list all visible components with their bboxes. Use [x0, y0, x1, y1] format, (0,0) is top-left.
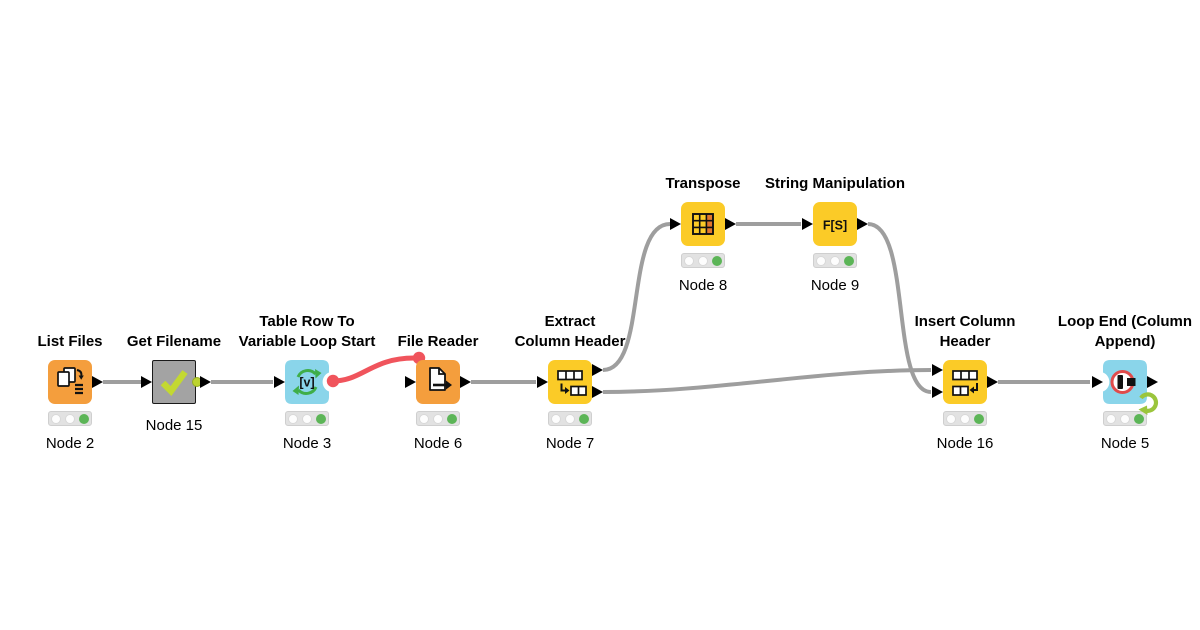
output-port-top[interactable]	[592, 364, 603, 376]
input-port-top[interactable]	[932, 364, 943, 376]
variable-loop-icon: [v]	[292, 369, 322, 395]
node-loop-end-column-append[interactable]: Loop End (Column Append) Node 5	[1037, 312, 1200, 454]
node-label: Table Row To Variable Loop Start	[238, 313, 376, 350]
output-port[interactable]	[460, 376, 471, 388]
node-tile[interactable]	[681, 202, 725, 246]
traffic-light	[1103, 411, 1147, 426]
node-caption: Node 8	[678, 277, 728, 294]
node-label: Insert Column Header	[914, 313, 1016, 350]
connection-extract-transpose[interactable]	[602, 222, 671, 372]
loop-end-icon	[1110, 370, 1136, 394]
string-manipulation-icon: F[S]	[823, 219, 847, 233]
input-port[interactable]	[141, 376, 152, 388]
input-port[interactable]	[405, 376, 416, 388]
traffic-light	[285, 411, 329, 426]
loop-refresh-icon	[1138, 392, 1159, 415]
node-string-manipulation[interactable]: String Manipulation F[S] Node 9	[747, 154, 923, 296]
node-caption: Node 16	[936, 435, 994, 452]
node-insert-column-header[interactable]: Insert Column Header Node 16	[877, 312, 1053, 454]
node-label: String Manipulation	[765, 175, 905, 192]
node-tile[interactable]	[813, 202, 857, 246]
node-tile[interactable]	[548, 360, 592, 404]
list-files-icon	[57, 367, 84, 395]
node-label: List Files	[37, 333, 103, 350]
node-caption: Node 7	[545, 435, 595, 452]
output-port[interactable]	[1147, 376, 1158, 388]
traffic-light	[813, 253, 857, 268]
insert-column-header-icon	[952, 370, 978, 396]
output-port[interactable]	[92, 376, 103, 388]
node-table-row-to-variable-loop-start[interactable]: Table Row To Variable Loop Start [v] Nod…	[219, 312, 395, 454]
traffic-light	[48, 411, 92, 426]
node-extract-column-header[interactable]: Extract Column Header Node 7	[482, 312, 658, 454]
traffic-light	[416, 411, 460, 426]
checkmark-icon	[160, 370, 188, 396]
node-caption: Node 3	[282, 435, 332, 452]
node-caption: Node 15	[145, 417, 203, 434]
traffic-light	[681, 253, 725, 268]
node-label: Extract Column Header	[514, 313, 626, 350]
output-port-bottom[interactable]	[592, 386, 603, 398]
traffic-light	[548, 411, 592, 426]
transpose-icon	[692, 213, 714, 235]
node-get-filename[interactable]: Get Filename Node 15	[86, 312, 262, 436]
input-port[interactable]	[670, 218, 681, 230]
node-caption: Node 5	[1100, 435, 1150, 452]
svg-text:F[S]: F[S]	[823, 219, 847, 233]
output-port[interactable]	[725, 218, 736, 230]
flow-variable-port-out[interactable]	[326, 374, 340, 388]
node-caption: Node 9	[810, 277, 860, 294]
output-port[interactable]	[857, 218, 868, 230]
extract-column-header-icon	[557, 370, 587, 396]
file-reader-icon	[429, 367, 452, 391]
node-label: Loop End (Column Append)	[1057, 313, 1193, 350]
node-label: File Reader	[397, 333, 479, 350]
traffic-light	[943, 411, 987, 426]
node-transpose[interactable]: Transpose Node 8	[615, 154, 791, 296]
svg-text:[v]: [v]	[299, 376, 314, 390]
node-tile[interactable]	[943, 360, 987, 404]
node-caption: Node 2	[45, 435, 95, 452]
output-port[interactable]	[200, 376, 211, 388]
input-port[interactable]	[802, 218, 813, 230]
input-port[interactable]	[274, 376, 285, 388]
input-port[interactable]	[1092, 376, 1103, 388]
input-port[interactable]	[537, 376, 548, 388]
node-file-reader[interactable]: File Reader Node 6	[350, 312, 526, 454]
input-port-bottom[interactable]	[932, 386, 943, 398]
connection-flow-variable[interactable]	[330, 355, 417, 384]
node-label: Get Filename	[126, 333, 222, 350]
node-list-files[interactable]: List Files Node 2	[0, 312, 158, 454]
node-label: Transpose	[665, 175, 741, 192]
connection-extract-insert[interactable]	[602, 368, 932, 394]
output-port[interactable]	[987, 376, 998, 388]
node-caption: Node 6	[413, 435, 463, 452]
connection-stringmanip-insert[interactable]	[867, 222, 932, 394]
